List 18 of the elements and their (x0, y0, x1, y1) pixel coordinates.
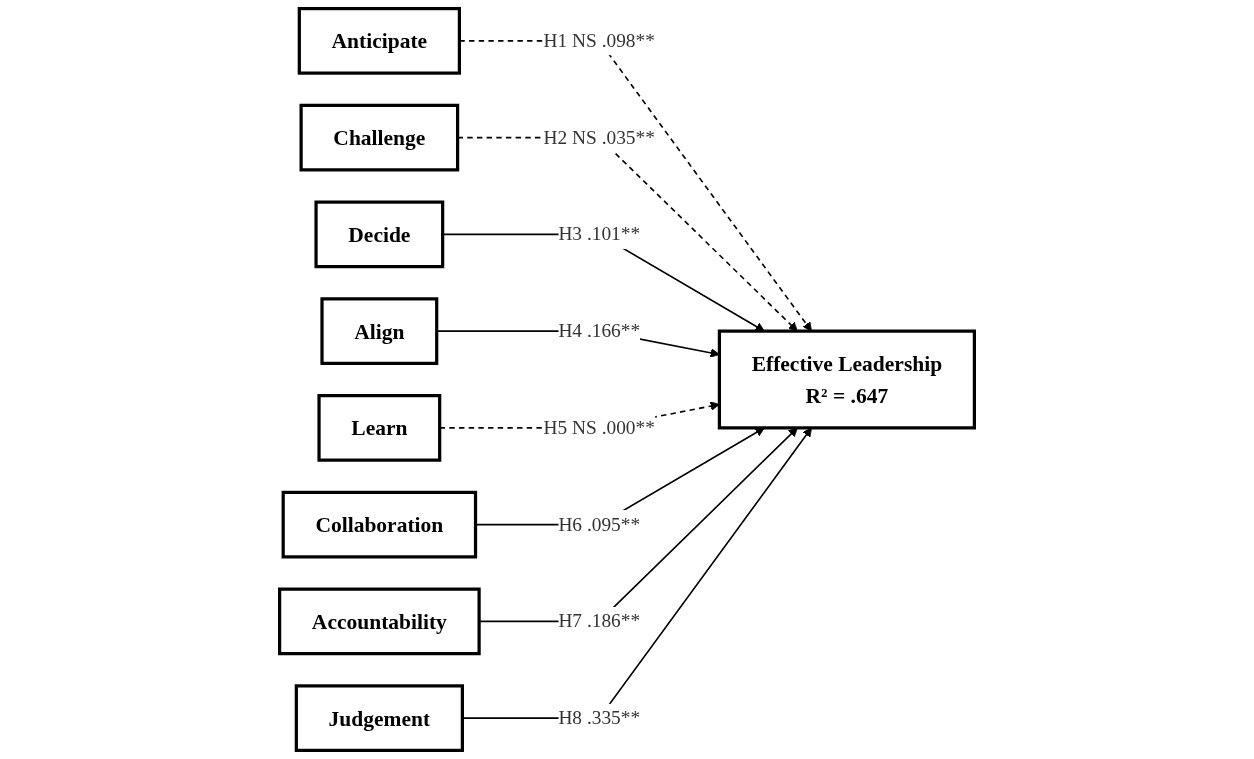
node-box: Align (320, 297, 439, 365)
edge-label: H8 .335** (558, 706, 641, 729)
edge-label: H4 .166** (558, 319, 641, 342)
node-box: Collaboration (281, 490, 478, 559)
node-box: Decide (314, 200, 445, 269)
edge-label: H3 .101** (558, 223, 641, 245)
edge-label: H5 NS .000** (543, 416, 655, 439)
edge-label: H6 .095** (558, 513, 641, 535)
node-box: Judgement (294, 684, 464, 752)
node-box: Effective Leadership R² = .647 (717, 329, 976, 430)
node-box: Learn (317, 394, 442, 462)
edge-label: H7 .186** (558, 610, 641, 632)
edge-label: H1 NS .098** (543, 29, 655, 52)
edge-label: H2 NS .035** (543, 126, 655, 148)
node-box: Anticipate (297, 7, 461, 75)
node-box: Challenge (299, 103, 460, 172)
arrow (458, 40, 812, 332)
node-box: Accountability (278, 587, 481, 656)
